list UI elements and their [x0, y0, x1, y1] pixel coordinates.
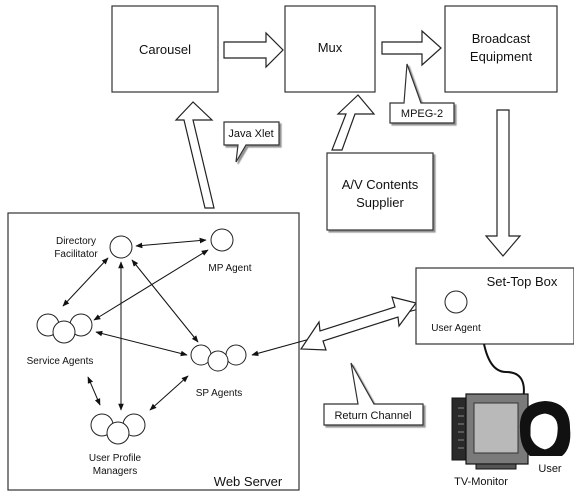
upm-label-line1: User Profile: [89, 453, 142, 464]
settop-tv-cable: [483, 343, 525, 401]
service-agents-node: Service Agents: [27, 313, 94, 367]
mux-box: Mux: [284, 5, 376, 93]
web-server-box: Web Server: [7, 212, 300, 491]
return-channel-callout: Return Channel: [323, 362, 424, 426]
web-server-label: Web Server: [214, 474, 283, 489]
user-agent-node: [444, 290, 468, 314]
java-xlet-callout: Java Xlet: [223, 121, 280, 163]
mux-to-broadcast-arrow: [381, 29, 442, 67]
directory-label-line2: Facilitator: [54, 249, 98, 260]
tv-monitor-icon: TV-Monitor: [451, 393, 529, 488]
user-icon: User: [519, 401, 571, 475]
tv-monitor-label: TV-Monitor: [454, 476, 508, 488]
mp-agent-label: MP Agent: [208, 263, 251, 274]
av-contents-supplier-box: A/V Contents Supplier: [326, 152, 434, 231]
mp-service-link: [93, 249, 209, 321]
carousel-label: Carousel: [139, 42, 191, 57]
broadcast-label-line1: Broadcast: [472, 31, 531, 46]
mpeg2-callout: MPEG-2: [389, 63, 455, 124]
df-mp-link: [135, 237, 207, 249]
set-top-box: Set-Top Box User Agent: [415, 267, 574, 345]
broadcast-to-settop-arrow: [484, 109, 522, 257]
java-xlet-label: Java Xlet: [228, 128, 273, 140]
directory-label-line1: Directory: [56, 236, 96, 247]
mux-label: Mux: [318, 40, 343, 55]
return-channel-label: Return Channel: [334, 410, 411, 422]
upm-sp-link: [149, 375, 189, 411]
user-agent-label: User Agent: [431, 323, 481, 334]
carousel-to-mux-arrow: [223, 31, 284, 69]
service-agents-label: Service Agents: [27, 356, 94, 367]
webserver-to-carousel-arrow: [174, 101, 215, 209]
broadcast-label-line2: Equipment: [470, 49, 533, 64]
carousel-box: Carousel: [111, 5, 219, 93]
mp-agent-node: MP Agent: [208, 228, 252, 274]
set-top-box-label: Set-Top Box: [487, 274, 558, 289]
av-label-line2: Supplier: [356, 195, 404, 210]
return-channel-arrow: [299, 296, 418, 351]
av-to-mux-arrow: [331, 94, 376, 151]
service-upm-link: [87, 376, 101, 406]
user-profile-managers-node: User Profile Managers: [89, 413, 146, 477]
user-label: User: [538, 463, 562, 475]
broadcast-equipment-box: Broadcast Equipment: [444, 5, 558, 93]
upm-label-line2: Managers: [93, 466, 137, 477]
sp-agents-label: SP Agents: [196, 388, 243, 399]
av-label-line1: A/V Contents: [342, 177, 419, 192]
service-sp-link: [95, 330, 188, 357]
sp-agents-node: SP Agents: [190, 344, 247, 399]
mpeg2-label: MPEG-2: [401, 108, 443, 120]
